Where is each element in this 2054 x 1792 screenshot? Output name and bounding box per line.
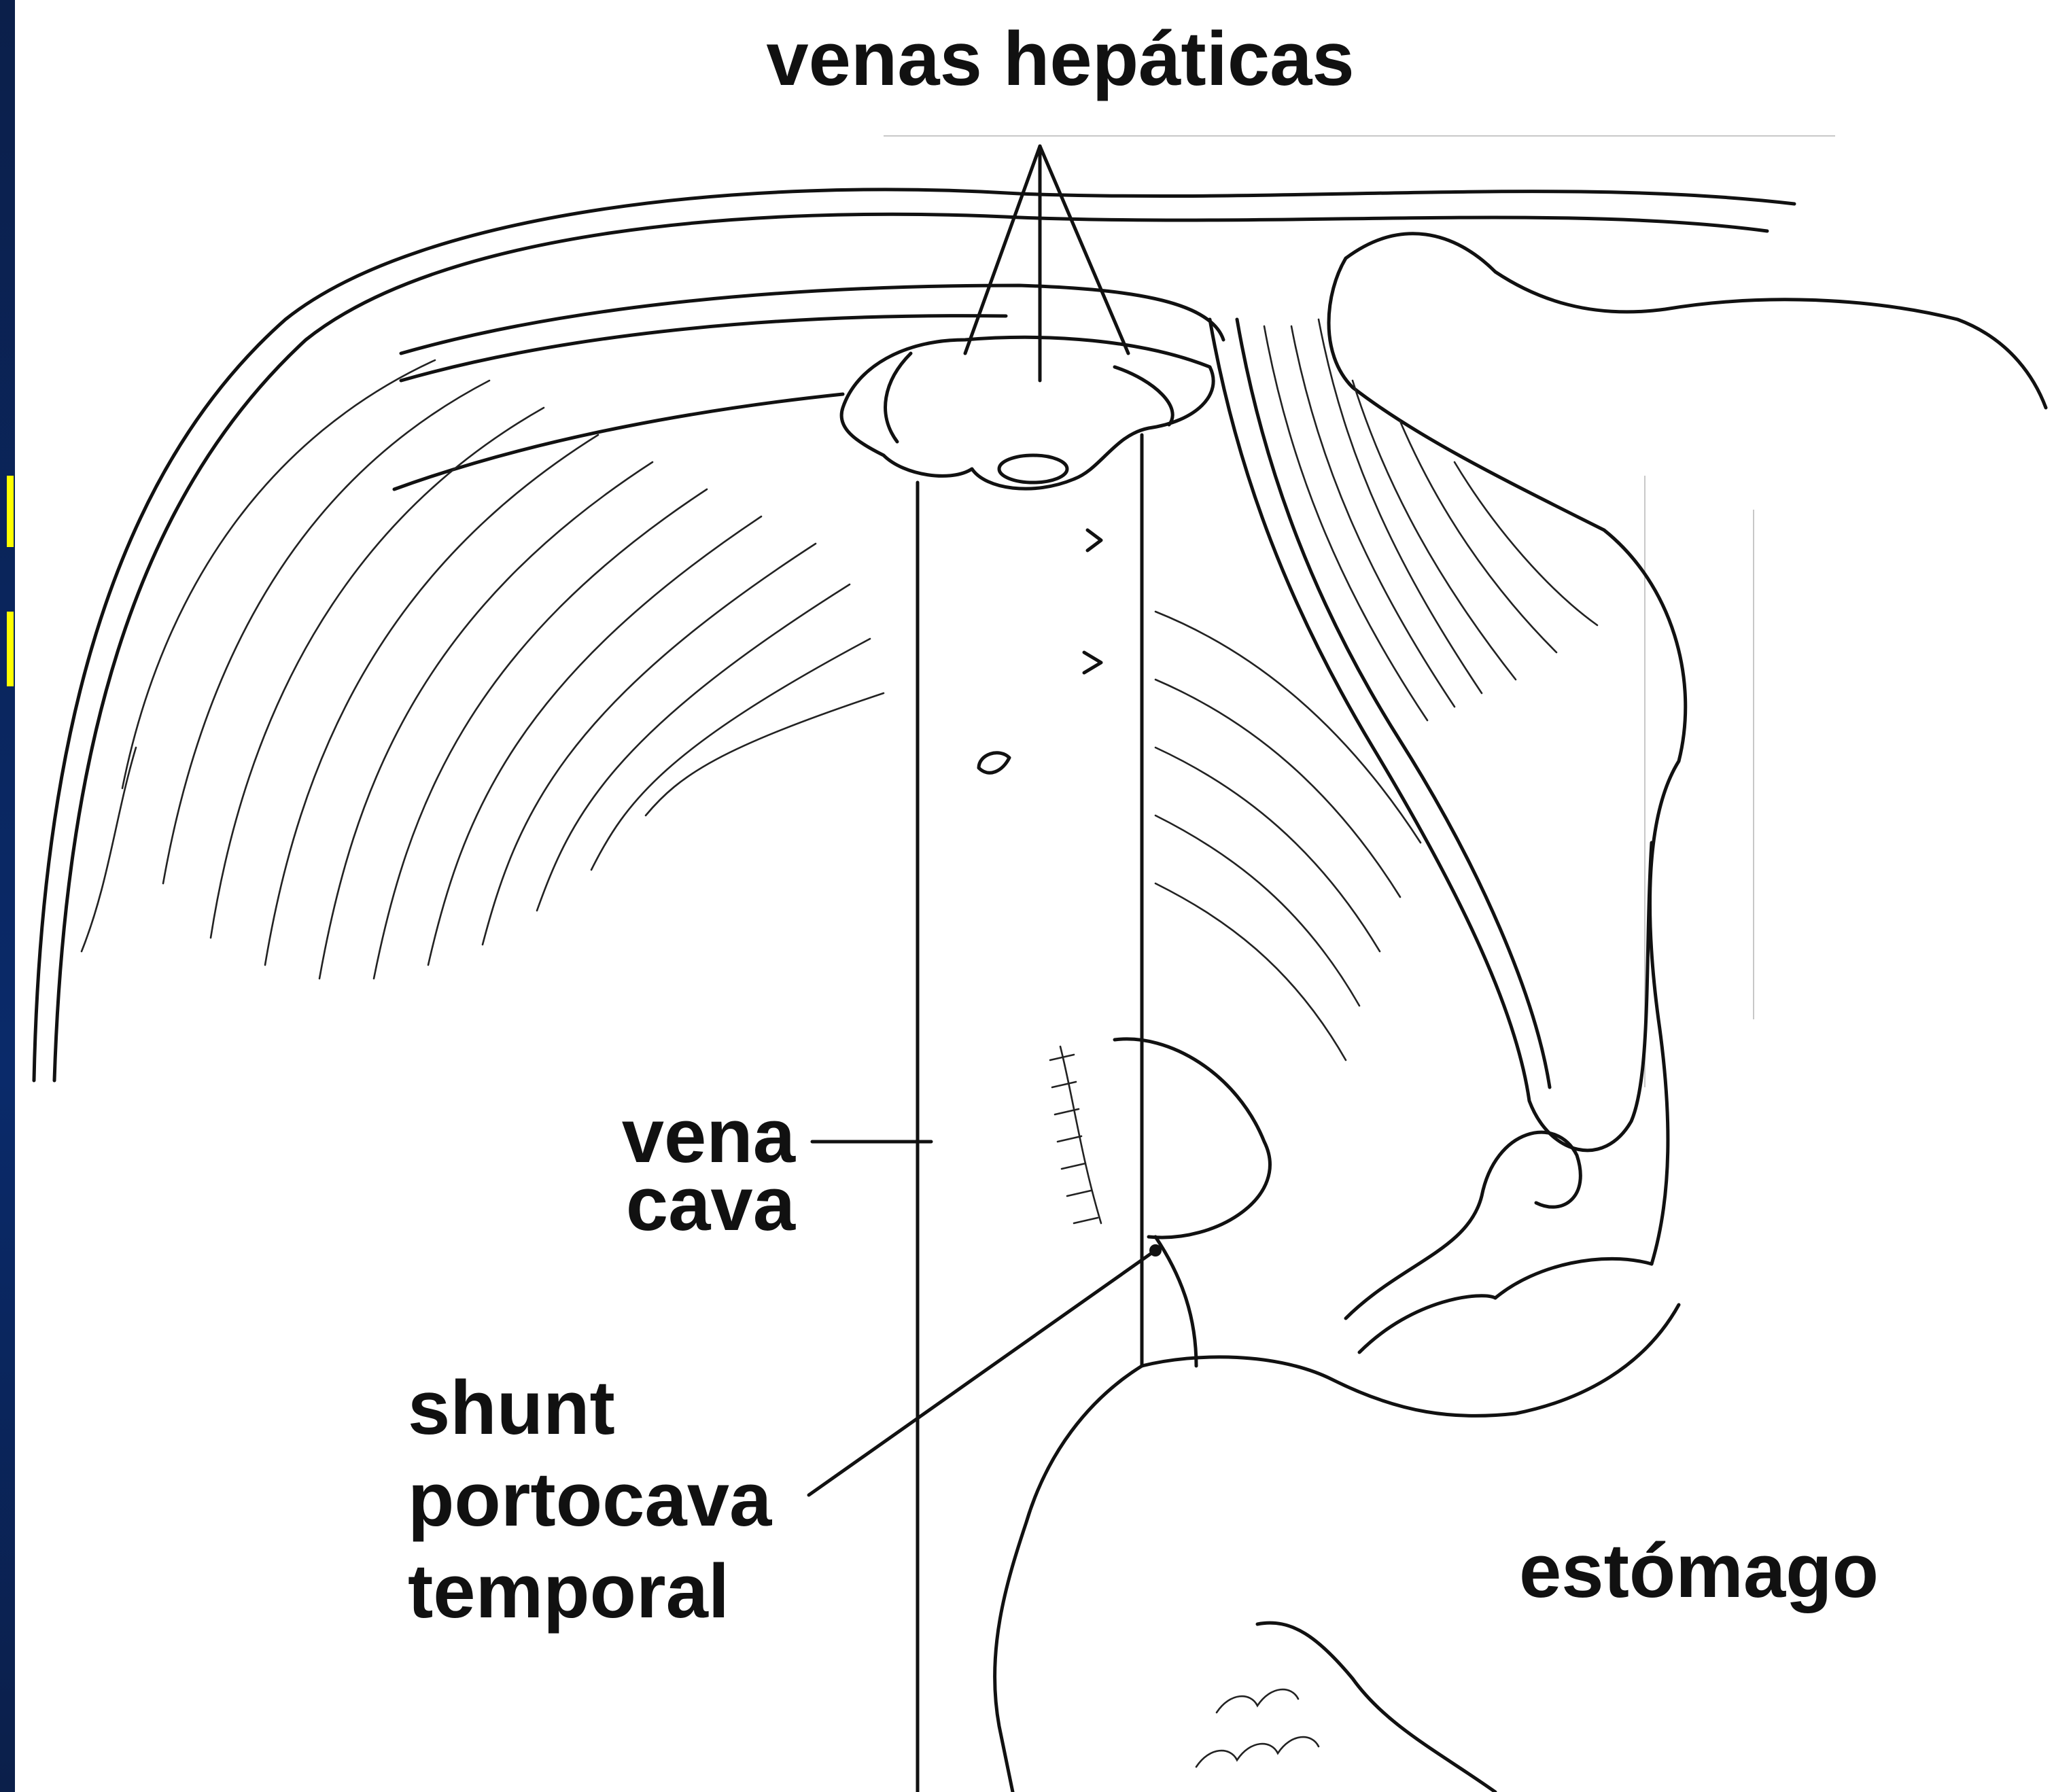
vena-cava bbox=[918, 435, 1142, 1792]
background-texture bbox=[884, 136, 1835, 1087]
label-shunt-2: portocava bbox=[408, 1457, 772, 1542]
label-shunt-3: temporal bbox=[408, 1549, 729, 1634]
esophagus-and-fundus bbox=[1155, 234, 2046, 1352]
label-shunt-1: shunt bbox=[408, 1365, 615, 1450]
label-stomach: estómago bbox=[1519, 1528, 1879, 1613]
hepatic-veins-pointers bbox=[965, 146, 1128, 381]
hepatic-veins-stump bbox=[841, 337, 1213, 489]
label-leaders bbox=[809, 1142, 1155, 1495]
label-vena-cava-2: cava bbox=[626, 1161, 796, 1246]
label-hepatic-veins: venas hepáticas bbox=[766, 16, 1354, 101]
liver-contour bbox=[34, 190, 1794, 1081]
portocaval-shunt bbox=[1050, 1039, 1270, 1366]
shunt-leader bbox=[809, 1250, 1155, 1495]
